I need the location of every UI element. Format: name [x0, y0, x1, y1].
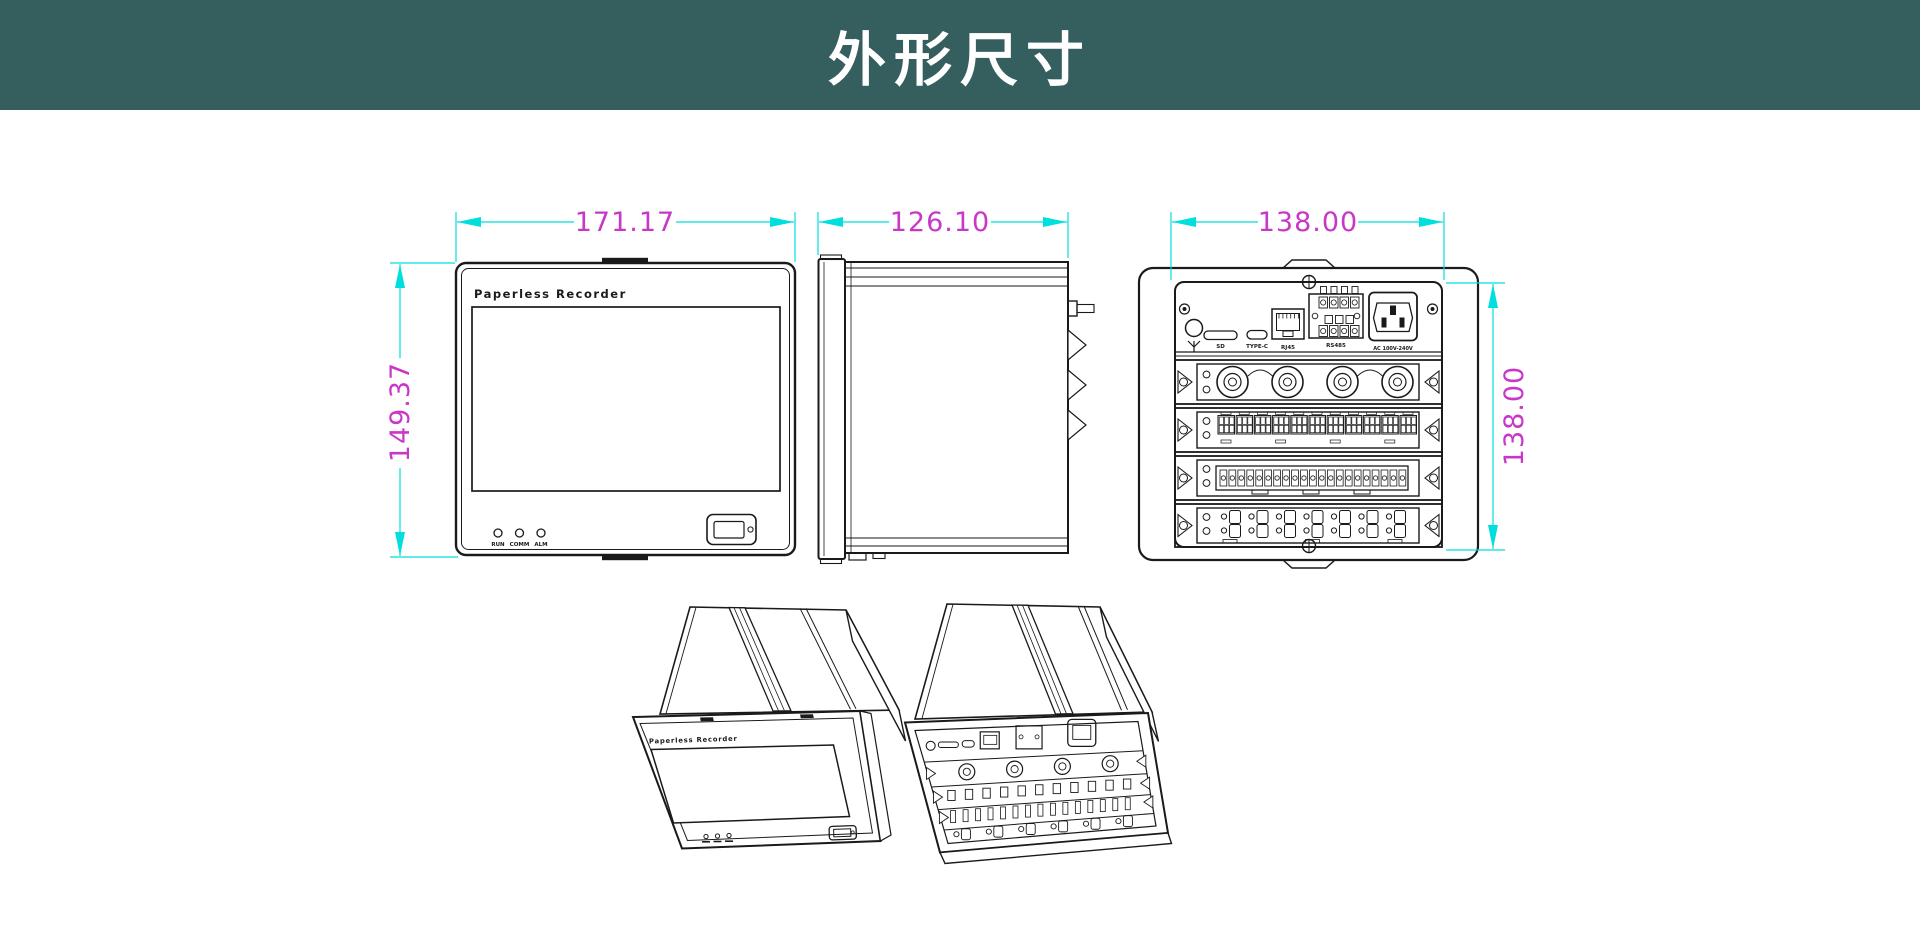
iso-front-bezel-edge	[859, 710, 892, 842]
dim-arrow	[819, 217, 843, 227]
ac-label: AC 100V-240V	[1373, 346, 1413, 352]
back-height-value: 138.00	[1499, 366, 1530, 466]
page-title: 外形尺寸	[827, 28, 1092, 93]
led-alm-label: ALM	[534, 542, 547, 548]
front-frame-outer	[454, 261, 797, 557]
rj45-port	[1271, 308, 1305, 340]
dim-arrow	[395, 264, 405, 288]
front-height-value: 149.37	[385, 362, 416, 462]
side-mount-screw	[1067, 300, 1095, 317]
antenna-icon	[1187, 340, 1201, 352]
side-bezel-top-tab	[819, 254, 843, 261]
iso-front-view: Paperless Recorder	[631, 606, 907, 850]
side-depth-value: 126.10	[890, 207, 990, 238]
back-bottom-handle	[1282, 559, 1336, 569]
front-bottom-notch	[602, 555, 648, 561]
terminal-strip-card	[1202, 465, 1409, 495]
side-view	[817, 254, 1095, 565]
antenna-connector	[1184, 318, 1204, 338]
front-width-value: 171.17	[575, 207, 675, 238]
dim-side-depth: 126.10	[817, 207, 1069, 258]
dim-arrow	[1172, 217, 1196, 227]
side-bezel	[817, 258, 846, 560]
iso-front-screen	[649, 744, 851, 824]
io-card-rows	[1174, 359, 1443, 548]
front-brand-label: Paperless Recorder	[474, 287, 627, 301]
iso-back-bottom-edge	[938, 832, 1173, 865]
back-flange	[1137, 266, 1480, 562]
dim-arrow	[395, 532, 405, 556]
dim-arrow	[457, 217, 481, 227]
dim-arrow	[1043, 217, 1067, 227]
dim-arrow	[1488, 525, 1498, 549]
back-top-handle	[1282, 259, 1336, 269]
sd-card-slot	[1203, 330, 1238, 341]
drawing-area: Paperless Recorder RUN COMM ALM	[0, 110, 1920, 938]
rj45-label: RJ45	[1281, 345, 1295, 351]
front-frame-inner	[461, 268, 790, 550]
terminal-label: RS485	[1326, 343, 1346, 349]
iso-front-usb-port	[828, 825, 858, 841]
led-run-label: RUN	[491, 542, 505, 548]
back-width-value: 138.00	[1258, 207, 1358, 238]
terminal-block-card	[1202, 411, 1417, 444]
typec-label: TYPE-C	[1246, 344, 1268, 350]
sd-label: SD	[1216, 344, 1225, 350]
side-bottom-foot2	[872, 552, 886, 560]
front-view: Paperless Recorder RUN COMM ALM	[454, 257, 797, 561]
front-screen	[471, 306, 781, 492]
front-top-notch	[602, 257, 648, 263]
typec-port	[1246, 329, 1268, 340]
iso-back-side-face	[1099, 606, 1160, 742]
iso-front-side-face	[845, 609, 907, 742]
side-bottom-foot	[848, 552, 867, 561]
iso-back-view	[903, 603, 1173, 865]
side-bezel-bottom-tab	[819, 558, 843, 565]
relay-output-card	[1202, 510, 1406, 544]
back-view: SD TYPE-C RJ45 RS485	[1137, 259, 1480, 569]
dim-arrow	[1419, 217, 1443, 227]
bnc-input-card	[1202, 365, 1414, 399]
led-comm-label: COMM	[510, 542, 530, 548]
dim-front-height: 149.37	[385, 262, 458, 558]
dim-back-height: 138.00	[1446, 282, 1530, 551]
dim-arrow	[770, 217, 794, 227]
rear-ports: SD TYPE-C RJ45 RS485	[1184, 286, 1418, 352]
led-comm	[514, 528, 525, 538]
side-mount-clips	[1067, 328, 1087, 442]
dim-arrow	[1488, 284, 1498, 308]
dim-back-width: 138.00	[1170, 207, 1445, 280]
rs485-terminal-block	[1308, 286, 1364, 339]
led-alm	[536, 528, 546, 538]
ac-power-inlet	[1368, 291, 1418, 342]
title-banner: 外形尺寸	[0, 0, 1920, 110]
dimension-drawing: Paperless Recorder RUN COMM ALM	[385, 207, 1530, 865]
led-run	[493, 528, 503, 538]
back-corner-screws	[1178, 303, 1439, 315]
side-body	[844, 261, 1069, 554]
dim-front-width: 171.17	[455, 207, 796, 262]
iso-front-brand-label: Paperless Recorder	[649, 735, 738, 746]
front-usb-port	[706, 513, 757, 546]
